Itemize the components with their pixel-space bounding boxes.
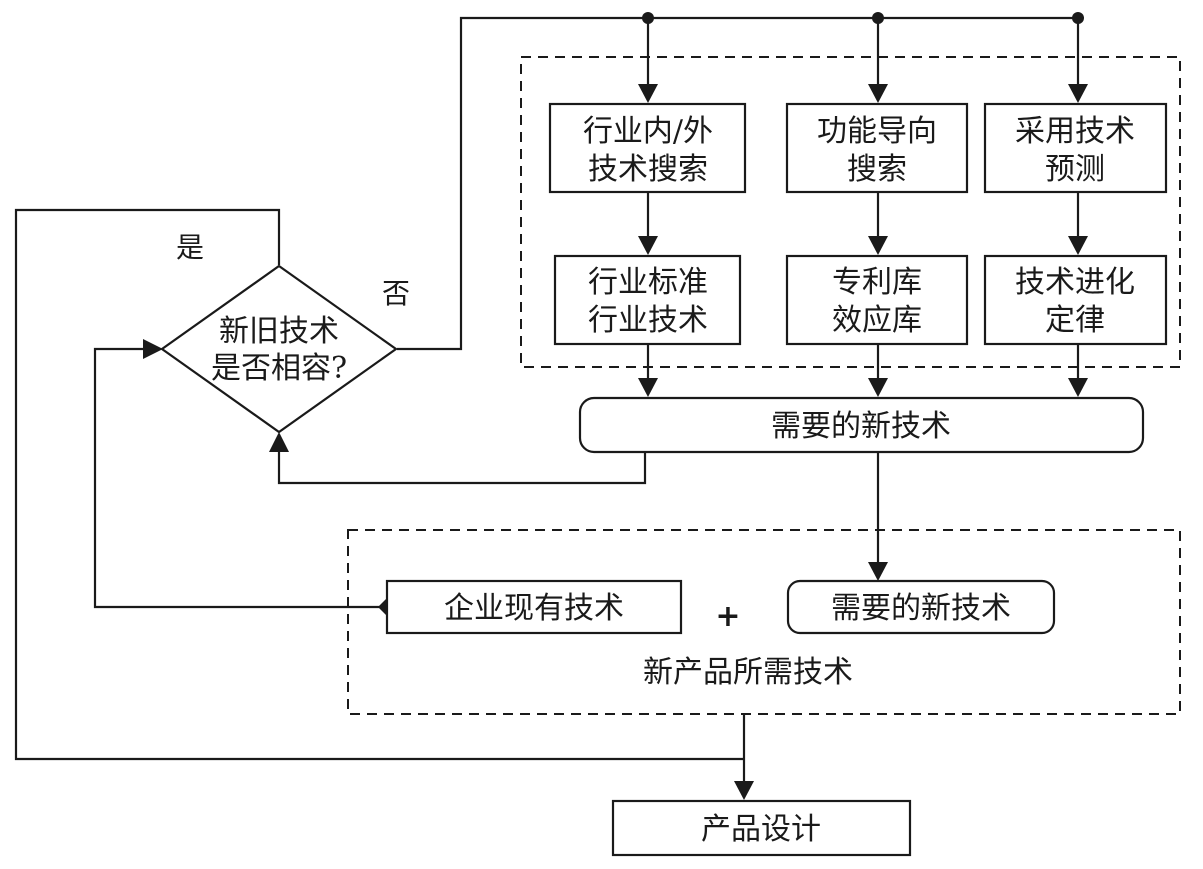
arrowhead-search-function (868, 84, 888, 103)
arrowhead-decision-bottom (269, 432, 289, 452)
node-evolution-law-line1: 技术进化 (1015, 265, 1135, 300)
node-search-function: 功能导向 搜索 (785, 102, 969, 194)
node-patent-db-line1: 专利库 (832, 265, 922, 300)
edge-no-to-search-bus (397, 16, 1078, 351)
arrowhead-product-design (734, 781, 754, 800)
node-new-tech-needed-label: 需要的新技术 (771, 409, 951, 444)
node-industry-standard-line2: 行业技术 (588, 303, 708, 338)
plus-operator: + (715, 599, 740, 634)
arrowhead-evolution (1068, 236, 1088, 255)
search-group-frame (520, 56, 1181, 368)
node-patent-db: 专利库 效应库 (785, 254, 969, 346)
node-decision: 新旧技术 是否相容? (160, 264, 398, 434)
node-evolution-law-line2: 定律 (1045, 303, 1105, 338)
arrowhead-predict-tech (1068, 84, 1088, 103)
node-product-design: 产品设计 (611, 799, 912, 857)
arrowhead-new-tech-3 (1068, 378, 1088, 397)
node-predict-tech-line2: 预测 (1045, 152, 1105, 187)
new-product-tech-group-frame (347, 529, 1181, 715)
node-search-industry-line1: 行业内/外 (583, 114, 713, 149)
node-predict-tech: 采用技术 预测 (983, 102, 1168, 194)
node-predict-tech-line1: 采用技术 (1015, 114, 1135, 149)
node-industry-standard: 行业标准 行业技术 (553, 254, 742, 346)
node-new-tech-needed-2: 需要的新技术 (786, 579, 1056, 635)
node-industry-standard-line1: 行业标准 (588, 265, 708, 300)
node-search-function-line1: 功能导向 (817, 114, 937, 149)
arrowhead-new-tech-group (868, 562, 888, 581)
node-existing-tech: 企业现有技术 (385, 579, 683, 635)
node-decision-line2: 是否相容? (211, 351, 347, 386)
edge-new-tech-to-decision (277, 451, 647, 485)
node-evolution-law: 技术进化 定律 (983, 254, 1168, 346)
arrowhead-new-tech-2 (868, 378, 888, 397)
arrowhead-standard (638, 236, 658, 255)
node-product-design-label: 产品设计 (701, 812, 821, 847)
arrowhead-search-industry (638, 84, 658, 103)
node-existing-tech-label: 企业现有技术 (444, 591, 624, 626)
group-label: 新产品所需技术 (643, 655, 853, 690)
node-search-industry-line2: 技术搜索 (588, 152, 708, 187)
node-search-function-line2: 搜索 (847, 152, 907, 187)
edge-label-yes: 是 (176, 231, 204, 264)
edge-existing-tech-to-decision (93, 347, 382, 609)
arrowhead-patent (868, 236, 888, 255)
arrowhead-decision-left (143, 339, 163, 359)
edge-label-no: 否 (382, 277, 410, 310)
node-decision-line1: 新旧技术 (219, 314, 339, 349)
edge-yes-to-product-design (14, 208, 744, 761)
arrowhead-new-tech-1 (638, 378, 658, 397)
node-new-tech-needed: 需要的新技术 (578, 396, 1145, 454)
node-patent-db-line2: 效应库 (832, 303, 922, 338)
node-new-tech-needed-2-label: 需要的新技术 (831, 591, 1011, 626)
node-search-industry: 行业内/外 技术搜索 (548, 102, 747, 194)
